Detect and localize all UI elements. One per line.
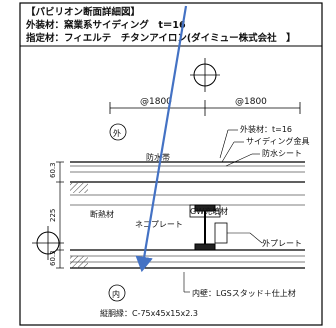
inner-wall-label: 内壁：LGSスタッド＋仕上材 — [192, 288, 296, 298]
dim-left-label: @1800 — [140, 97, 172, 107]
vdim-3: 60.3 — [49, 250, 57, 266]
insulation-label: 断熱材 — [90, 209, 114, 219]
vdim-1: 60.3 — [49, 162, 57, 178]
footer-note: 縦胴縁：C-75x45x15x2.3 — [100, 308, 198, 318]
header-block: 【パビリオン断面詳細図】 外装材：窯業系サイディング t＝16 指定材：フィエル… — [20, 6, 322, 47]
outside-label: 外 — [113, 128, 121, 138]
vdim-2: 225 — [49, 209, 57, 222]
grid-mark-left — [32, 226, 64, 260]
sheet-frame — [19, 2, 323, 326]
dim-right-label: @1800 — [235, 97, 267, 107]
wall-section — [70, 161, 305, 269]
header-line-2: 外装材：窯業系サイディング t＝16 — [25, 19, 186, 31]
notes-right: 外装材：t=16 サイディング金具 防水シート — [219, 124, 309, 167]
plate-outer-label: 外プレート — [262, 238, 302, 248]
top-dimension — [109, 100, 301, 116]
annotation-arrow — [135, 5, 188, 273]
note-3: 防水シート — [262, 148, 302, 158]
lgs-label: 防水帯 — [146, 152, 170, 162]
gw-label: GW充填材 — [190, 206, 228, 216]
grid-mark-top — [190, 58, 220, 92]
note-1: 外装材：t=16 — [240, 124, 292, 134]
note-2: サイディング金具 — [246, 136, 309, 146]
inside-label: 内 — [112, 289, 120, 299]
left-dimension — [56, 161, 64, 269]
header-line-1: 【パビリオン断面詳細図】 — [26, 6, 140, 18]
plate-inner-label: ネコプレート — [135, 220, 183, 229]
header-line-3: 指定材：フィエルテ チタンアイロン(ダイミュー株式会社 】 — [26, 32, 296, 44]
